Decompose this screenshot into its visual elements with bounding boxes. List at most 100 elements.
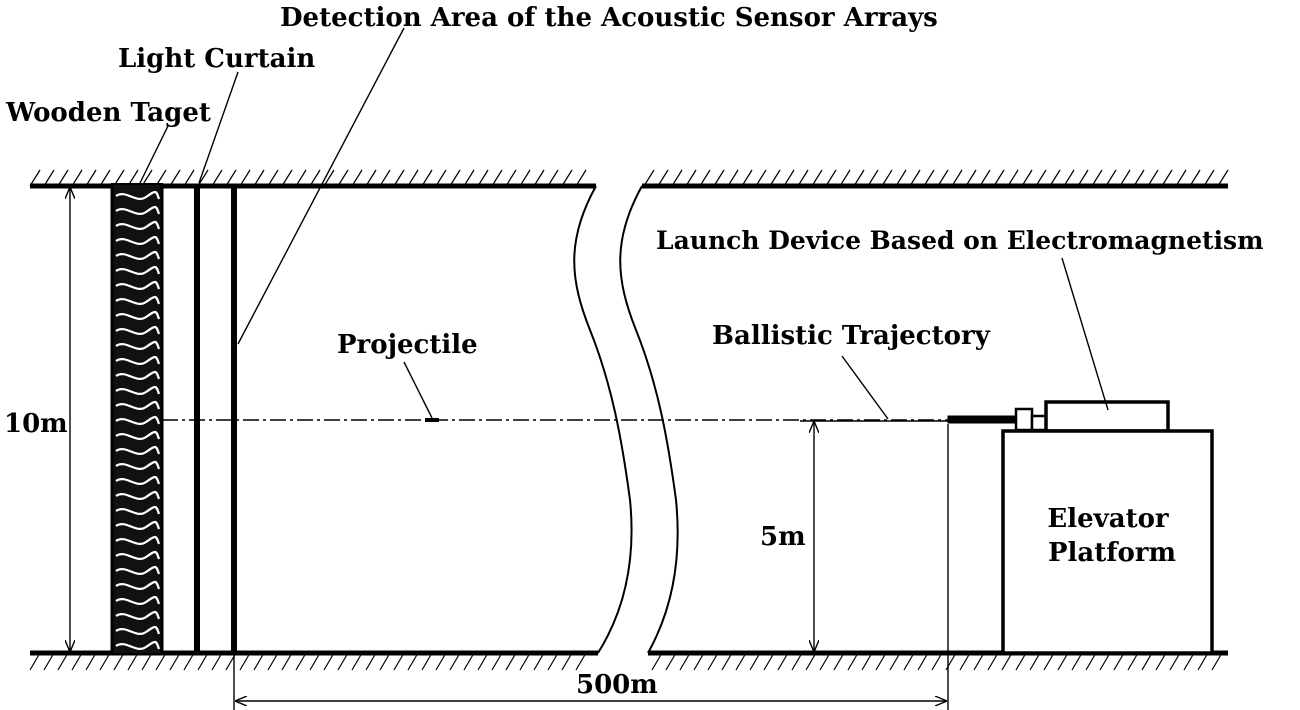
hatch-mark (1043, 652, 1055, 671)
hatch-mark (309, 652, 321, 671)
hatch-mark (211, 652, 223, 671)
hatch-mark (917, 652, 929, 671)
hatch-mark (463, 169, 475, 187)
wood-grain-stroke (115, 565, 161, 575)
hatch-mark (1119, 169, 1131, 187)
hatch-mark (449, 652, 461, 671)
hatch-mark (769, 169, 781, 187)
hatch-mark (763, 652, 775, 671)
hatch-mark (979, 169, 991, 187)
hatch-mark (699, 169, 711, 187)
hatch-mark (651, 652, 663, 671)
hatch-mark (825, 169, 837, 187)
hatch-mark (379, 652, 391, 671)
hatch-mark (463, 652, 475, 671)
hatch-mark (197, 652, 209, 671)
hatch-mark (43, 169, 55, 187)
hatch-mark (1127, 652, 1139, 671)
floor-hatching (29, 652, 1223, 671)
hatch-mark (1071, 652, 1083, 671)
hatch-mark (267, 652, 279, 671)
label-platform: Platform (1048, 538, 1176, 568)
hatch-mark (937, 169, 949, 187)
hatch-mark (875, 652, 887, 671)
hatch-mark (783, 169, 795, 187)
hatch-mark (987, 652, 999, 671)
hatch-mark (435, 169, 447, 187)
wood-grain-stroke (115, 205, 161, 215)
wood-grain-stroke (115, 250, 161, 260)
hatch-mark (797, 169, 809, 187)
hatch-mark (895, 169, 907, 187)
dim-10m-label: 10m (4, 409, 68, 439)
wood-grain-stroke (115, 595, 161, 605)
label-projectile: Projectile (337, 330, 478, 360)
leader-launch-device (1061, 257, 1109, 411)
hatch-mark (741, 169, 753, 187)
hatch-mark (657, 169, 669, 187)
hatch-mark (1001, 652, 1013, 671)
hatch-mark (1133, 169, 1145, 187)
hatch-mark (965, 169, 977, 187)
hatch-mark (421, 652, 433, 671)
hatch-mark (777, 652, 789, 671)
label-elevator: Elevator (1047, 504, 1169, 534)
hatch-mark (889, 652, 901, 671)
hatch-mark (239, 169, 251, 187)
hatch-mark (169, 652, 181, 671)
hatch-mark (1015, 652, 1027, 671)
hatch-mark (71, 652, 83, 671)
hatch-mark (853, 169, 865, 187)
wood-grain-stroke (115, 640, 161, 650)
wooden-target (110, 183, 164, 655)
hatch-mark (1155, 652, 1167, 671)
launch-barrel (947, 415, 1019, 424)
hatch-mark (1021, 169, 1033, 187)
hatch-mark (43, 652, 55, 671)
hatch-mark (1035, 169, 1047, 187)
wood-grain-stroke (115, 415, 161, 425)
hatch-mark (1141, 652, 1153, 671)
wood-grain-stroke (115, 310, 161, 320)
wood-grain-stroke (115, 550, 161, 560)
hatch-mark (1099, 652, 1111, 671)
hatch-mark (575, 652, 587, 671)
hatch-mark (477, 169, 489, 187)
wood-grain-stroke (115, 355, 161, 365)
hatch-mark (351, 169, 363, 187)
hatch-mark (861, 652, 873, 671)
hatch-mark (533, 652, 545, 671)
hatch-mark (1217, 169, 1229, 187)
wood-grain-stroke (115, 220, 161, 230)
hatch-mark (85, 652, 97, 671)
hatch-mark (685, 169, 697, 187)
hatch-mark (393, 169, 405, 187)
hatch-mark (85, 169, 97, 187)
hatch-mark (561, 169, 573, 187)
wood-grain-stroke (115, 610, 161, 620)
hatch-mark (1085, 652, 1097, 671)
wood-grain-stroke (115, 280, 161, 290)
break-curve-left (573, 185, 633, 654)
hatch-mark (1189, 169, 1201, 187)
hatch-mark (665, 652, 677, 671)
hatch-mark (183, 652, 195, 671)
hatch-mark (547, 169, 559, 187)
hatch-mark (1113, 652, 1125, 671)
wood-grain-stroke (115, 460, 161, 470)
wood-grain-stroke (115, 190, 161, 200)
launch-mount (1014, 407, 1034, 432)
hatch-mark (365, 652, 377, 671)
label-detection-area: Detection Area of the Acoustic Sensor Ar… (280, 3, 938, 33)
hatch-mark (141, 652, 153, 671)
hatch-mark (393, 652, 405, 671)
hatch-mark (805, 652, 817, 671)
hatch-mark (1211, 652, 1223, 671)
hatch-mark (643, 169, 655, 187)
hatch-mark (713, 169, 725, 187)
leader-light-curtain (198, 71, 239, 184)
hatch-mark (99, 652, 111, 671)
label-wooden-target: Wooden Taget (5, 98, 211, 128)
hatch-mark (281, 169, 293, 187)
